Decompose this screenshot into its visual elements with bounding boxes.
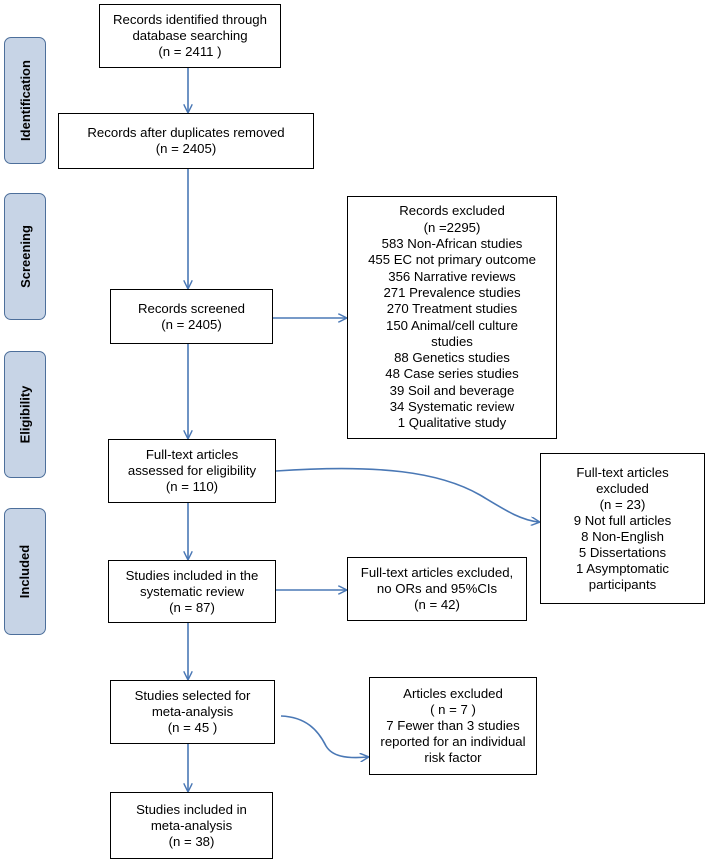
box-line: (n = 110)	[165, 479, 219, 494]
box-line: (n = 23)	[599, 496, 646, 512]
box-line: Full-text articles excluded,	[360, 565, 514, 580]
box-line: Full-text articles	[576, 464, 669, 480]
box-line: 34 Systematic review	[389, 398, 515, 414]
stage-identification-label: Identification	[17, 60, 33, 141]
box-records-screened: Records screened (n = 2405)	[110, 289, 273, 344]
box-line: assessed for eligibility	[127, 463, 257, 478]
box-line: Studies included in the	[125, 567, 259, 583]
box-line: studies	[431, 333, 473, 349]
box-line: 5 Dissertations	[578, 544, 667, 560]
box-line: Records identified through	[113, 12, 267, 27]
box-after-duplicates: Records after duplicates removed (n = 24…	[58, 113, 314, 169]
box-line: 455 EC not primary outcome	[368, 252, 536, 268]
box-line: (n = 2405)	[161, 316, 222, 332]
box-line: meta-analysis	[150, 817, 233, 833]
box-line: Full-text articles	[145, 447, 239, 462]
box-articles-excluded: Articles excluded ( n = 7 ) 7 Fewer than…	[369, 677, 537, 775]
stage-screening-label: Screening	[17, 225, 33, 288]
box-line: ( n = 7 )	[430, 702, 476, 717]
box-line: (n =2295)	[423, 219, 481, 235]
box-line: 48 Case series studies	[385, 366, 519, 382]
stage-included-label: Included	[17, 544, 33, 599]
box-line: 1 Qualitative study	[397, 415, 507, 431]
box-line: 8 Non-English	[581, 528, 664, 544]
arrow-fulltext-to-excluded	[275, 467, 539, 522]
box-line: reported for an individual	[380, 734, 526, 749]
box-line: (n = 2411 )	[158, 44, 222, 59]
stage-eligibility: Eligibility	[4, 351, 46, 478]
box-line: 270 Treatment studies	[386, 301, 518, 317]
box-line: Articles excluded	[403, 686, 503, 701]
box-records-excluded: Records excluded (n =2295) 583 Non-Afric…	[347, 196, 557, 439]
box-line: 7 Fewer than 3 studies	[386, 718, 520, 733]
box-line: participants	[588, 576, 657, 592]
box-line: database searching	[132, 28, 248, 43]
stage-identification: Identification	[4, 37, 46, 164]
box-line: Records screened	[137, 300, 246, 316]
stage-screening: Screening	[4, 193, 46, 320]
box-line: 356 Narrative reviews	[388, 268, 516, 284]
box-line: 9 Not full articles	[573, 512, 672, 528]
box-line: 271 Prevalence studies	[383, 284, 521, 300]
box-line: 150 Animal/cell culture	[386, 317, 518, 333]
box-line: Studies included in	[136, 801, 247, 817]
box-line: (n = 42)	[414, 597, 460, 612]
box-fulltext-assessed: Full-text articles assessed for eligibil…	[108, 439, 276, 503]
box-line: 88 Genetics studies	[394, 350, 510, 366]
arrow-selected-to-articles-excluded	[280, 715, 368, 758]
box-line: (n = 45 )	[167, 720, 218, 735]
box-fulltext-excluded: Full-text articles excluded (n = 23) 9 N…	[540, 453, 705, 604]
box-line: risk factor	[424, 750, 482, 765]
box-line: 1 Asymptomatic	[575, 560, 670, 576]
box-line: Records excluded	[399, 203, 505, 219]
box-selected-meta: Studies selected for meta-analysis (n = …	[110, 680, 275, 744]
box-line: no ORs and 95%CIs	[376, 581, 498, 596]
stage-eligibility-label: Eligibility	[17, 385, 33, 444]
box-line: (n = 38)	[168, 833, 215, 849]
box-line: excluded	[596, 480, 649, 496]
box-line: systematic review	[139, 583, 245, 599]
box-line: (n = 87)	[169, 599, 215, 615]
stage-included: Included	[4, 508, 46, 635]
box-line: (n = 2405)	[155, 141, 217, 156]
box-line: 39 Soil and beverage	[389, 382, 515, 398]
box-systematic-review: Studies included in the systematic revie…	[108, 560, 276, 623]
box-line: 583 Non-African studies	[381, 236, 523, 252]
box-no-ors-excluded: Full-text articles excluded, no ORs and …	[347, 557, 527, 621]
box-included-meta: Studies included in meta-analysis (n = 3…	[110, 792, 273, 859]
box-line: Studies selected for	[134, 688, 251, 703]
box-records-identified: Records identified through database sear…	[99, 4, 281, 68]
box-line: Records after duplicates removed	[87, 125, 285, 140]
box-line: meta-analysis	[151, 704, 234, 719]
